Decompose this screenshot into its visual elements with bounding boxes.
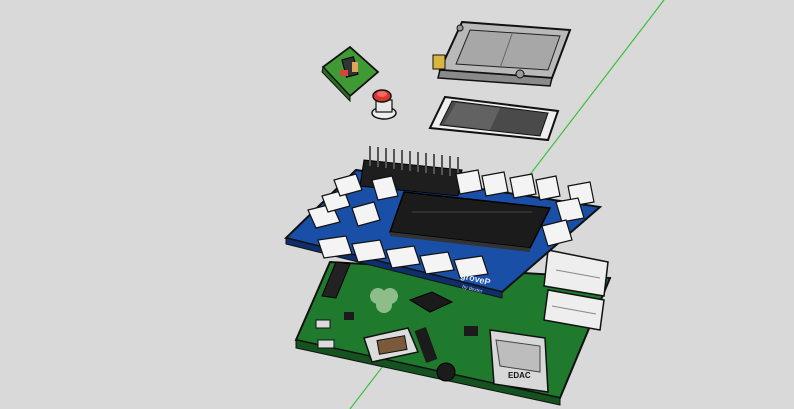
push-button-cap[interactable] — [371, 89, 397, 120]
grovepi-board[interactable]: groveP by dexter — [284, 146, 603, 299]
atmega-chip — [388, 191, 552, 252]
grove-sub-text: by dexter — [462, 284, 484, 295]
ssd-module[interactable] — [432, 20, 572, 87]
raspberry-logo — [370, 288, 398, 313]
usb-ports — [543, 249, 609, 331]
gpio-header — [321, 261, 351, 299]
grove-connectors — [307, 169, 595, 279]
audio-jack — [436, 362, 456, 382]
ethernet-label: EDAC — [508, 371, 531, 380]
lcd-module[interactable] — [428, 95, 560, 142]
ethernet-port: EDAC — [489, 329, 549, 393]
camera-module[interactable] — [321, 45, 380, 103]
raspberry-pi-board[interactable]: EDAC — [294, 249, 612, 406]
soc-chip — [408, 291, 454, 313]
